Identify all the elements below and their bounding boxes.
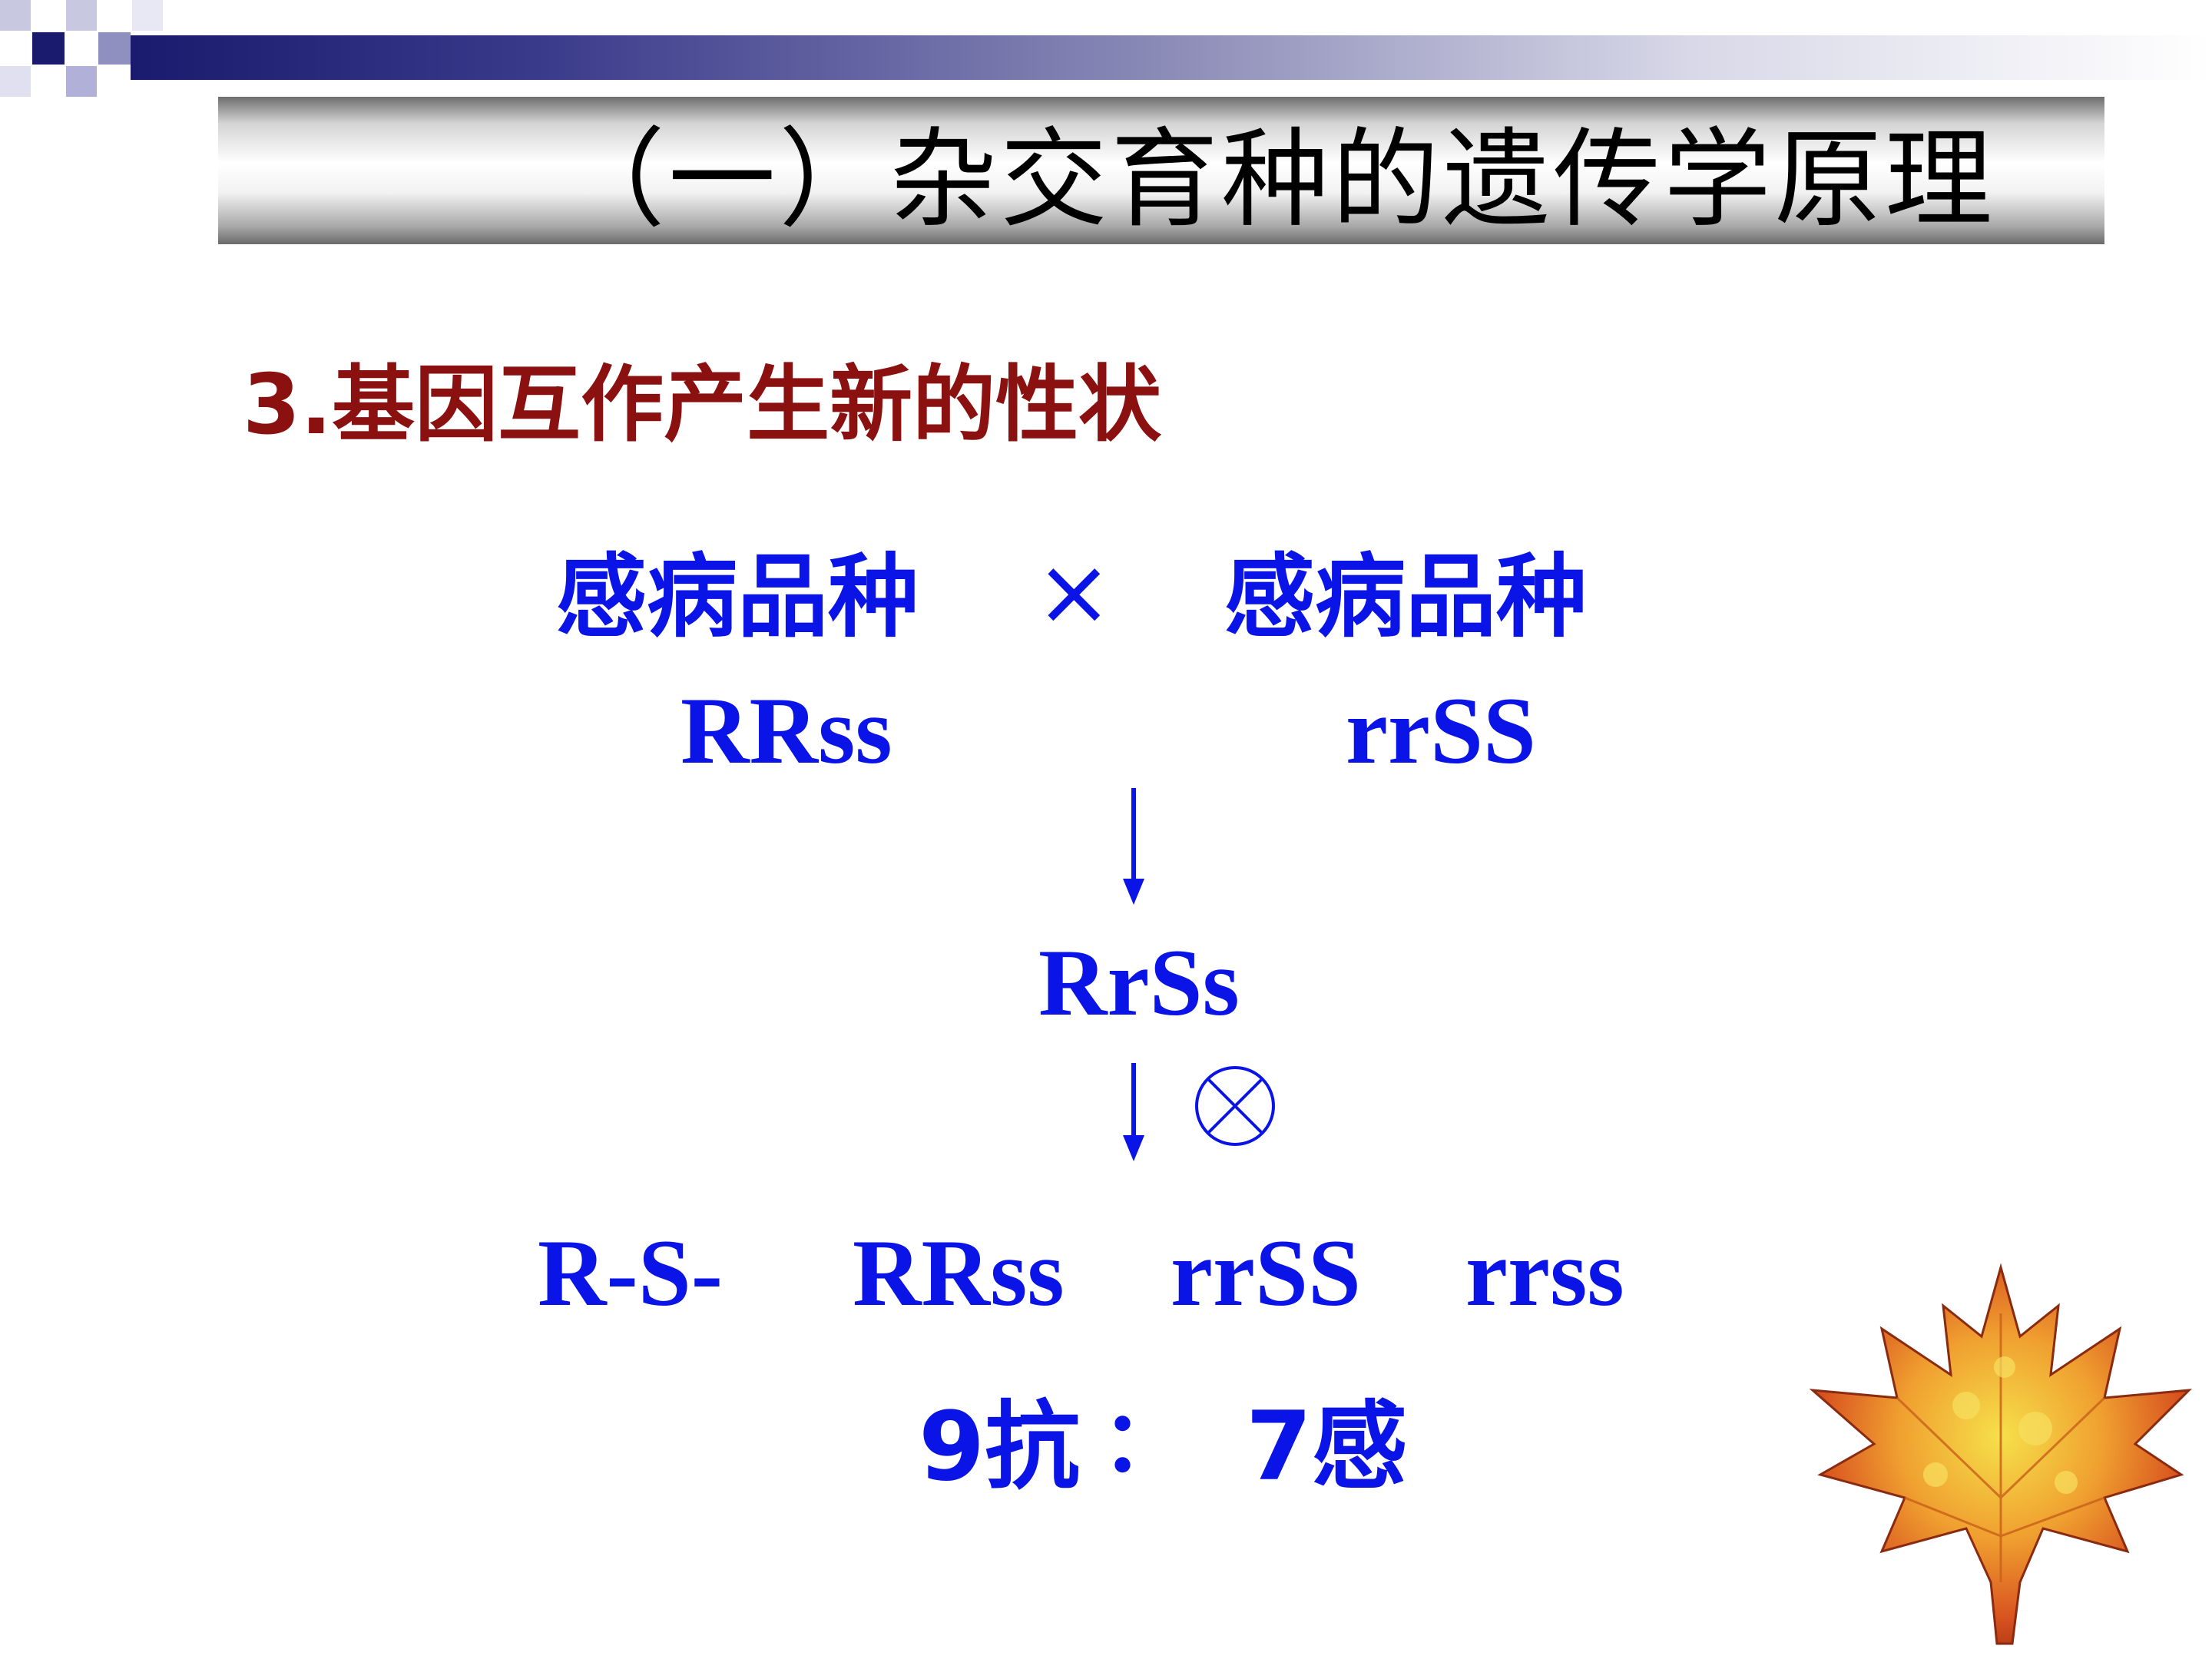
ratio-resistant-text: 9抗 xyxy=(919,1392,1081,1502)
f2-genotype: R-S- xyxy=(538,1220,724,1326)
header-gradient-bar xyxy=(131,35,2212,80)
title-banner: （一）杂交育种的遗传学原理 xyxy=(218,97,2104,244)
parent-right-genotype: rrSS xyxy=(1346,678,1536,783)
ratio-susceptible-text: 7感 xyxy=(1246,1392,1408,1502)
f2-genotype: RRss xyxy=(853,1220,1065,1326)
corner-squares-decoration xyxy=(0,0,163,97)
section-subheading: 3.基因互作产生新的性状 xyxy=(243,357,1162,453)
ratio-resistant: 9抗 xyxy=(919,1399,1080,1495)
parent-right-phenotype: 感病品种 xyxy=(1224,544,1588,650)
ratio-separator: ： xyxy=(1101,1392,1186,1491)
f2-genotype: rrss xyxy=(1465,1220,1624,1326)
parent-left-phenotype: 感病品种 xyxy=(556,544,919,650)
self-cross-icon xyxy=(1195,1066,1275,1146)
f1-genotype: RrSs xyxy=(1038,930,1240,1035)
parent-left-genotype: RRss xyxy=(680,678,892,783)
down-arrow-icon xyxy=(1123,1063,1144,1161)
down-arrow-icon xyxy=(1123,788,1144,905)
maple-leaf-icon xyxy=(1809,1263,2192,1645)
slide-title: （一）杂交育种的遗传学原理 xyxy=(557,118,1995,243)
f2-genotype: rrSS xyxy=(1171,1220,1361,1326)
cross-symbol: × xyxy=(1035,539,1113,646)
ratio-susceptible: 7感 xyxy=(1246,1399,1407,1495)
